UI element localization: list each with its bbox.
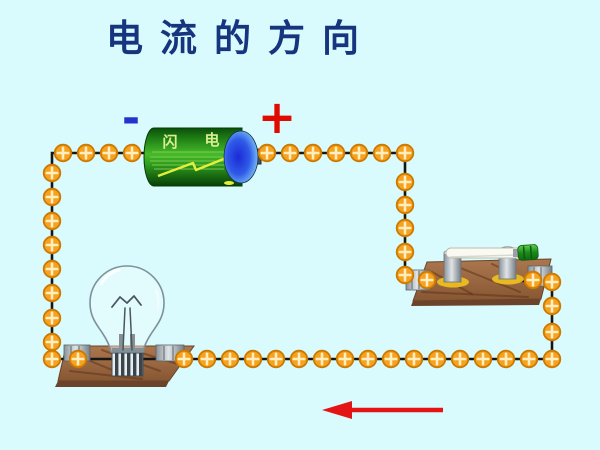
charge-carrier-plus-icon	[395, 265, 415, 285]
charge-carrier-plus-icon	[76, 143, 96, 163]
charge-carrier-plus-icon	[53, 143, 73, 163]
charge-carrier-plus-icon	[220, 349, 240, 369]
charge-carrier-plus-icon	[496, 349, 516, 369]
charge-carrier-plus-icon	[542, 322, 562, 342]
charge-carrier-plus-icon	[42, 187, 62, 207]
bulb-lead-post	[119, 334, 124, 349]
charge-carrier-plus-icon	[289, 349, 309, 369]
lightning-bolt-icon	[157, 152, 237, 178]
battery-positive-terminal-label: +	[258, 90, 297, 144]
charge-carrier-plus-icon	[42, 235, 62, 255]
charge-carrier-plus-icon	[417, 270, 437, 290]
bulb-screw-base	[111, 348, 144, 377]
light-bulb	[89, 265, 165, 377]
charge-carrier-plus-icon	[395, 242, 415, 262]
charge-carrier-plus-icon	[42, 259, 62, 279]
charge-carrier-plus-icon	[427, 349, 447, 369]
charge-carrier-plus-icon	[542, 296, 562, 316]
charge-carrier-plus-icon	[42, 163, 62, 183]
charge-carrier-plus-icon	[99, 143, 119, 163]
charge-carrier-plus-icon	[473, 349, 493, 369]
charge-carrier-plus-icon	[266, 349, 286, 369]
charge-carrier-plus-icon	[372, 143, 392, 163]
charge-carrier-plus-icon	[519, 349, 539, 369]
charge-carrier-plus-icon	[395, 172, 415, 192]
charge-carrier-plus-icon	[303, 143, 323, 163]
charge-carrier-plus-icon	[42, 308, 62, 328]
charge-carrier-plus-icon	[523, 270, 543, 290]
current-direction-arrow-icon	[322, 401, 443, 419]
charge-carrier-plus-icon	[326, 143, 346, 163]
charge-carrier-plus-icon	[257, 143, 277, 163]
charge-carrier-plus-icon	[312, 349, 332, 369]
charge-carrier-plus-icon	[280, 143, 300, 163]
charge-carrier-plus-icon	[404, 349, 424, 369]
bulb-filament	[111, 295, 142, 351]
bulb-lead-post	[130, 334, 135, 349]
charge-carrier-plus-icon	[42, 283, 62, 303]
battery-negative-terminal-label: -	[122, 93, 140, 144]
page-title: 电流的方向	[106, 19, 376, 60]
charge-carrier-plus-icon	[381, 349, 401, 369]
charge-carrier-plus-icon	[197, 349, 217, 369]
charge-carrier-plus-icon	[174, 349, 194, 369]
battery-cap	[223, 130, 259, 184]
charge-carrier-plus-icon	[395, 195, 415, 215]
charge-carrier-plus-icon	[42, 349, 62, 369]
charge-carrier-plus-icon	[243, 349, 263, 369]
charge-carrier-plus-icon	[68, 349, 88, 369]
charge-carrier-plus-icon	[42, 211, 62, 231]
charge-carrier-plus-icon	[395, 143, 415, 163]
charge-carrier-plus-icon	[42, 332, 62, 352]
bulb-glass	[89, 265, 165, 353]
battery-brand-char-2: 电	[204, 131, 219, 149]
charge-carriers	[42, 143, 562, 369]
battery-brand-char-1: 闪	[162, 133, 177, 151]
switch-handle-link	[513, 249, 520, 257]
charge-carrier-plus-icon	[349, 143, 369, 163]
charge-carrier-plus-icon	[335, 349, 355, 369]
switch-handle	[517, 244, 539, 261]
charge-carrier-plus-icon	[542, 272, 562, 292]
charge-carrier-plus-icon	[395, 218, 415, 238]
battery: 闪 电	[143, 127, 262, 187]
charge-carrier-plus-icon	[542, 349, 562, 369]
charge-carrier-plus-icon	[122, 143, 142, 163]
charge-carrier-plus-icon	[450, 349, 470, 369]
charge-carrier-plus-icon	[358, 349, 378, 369]
battery-decoration	[224, 181, 234, 185]
